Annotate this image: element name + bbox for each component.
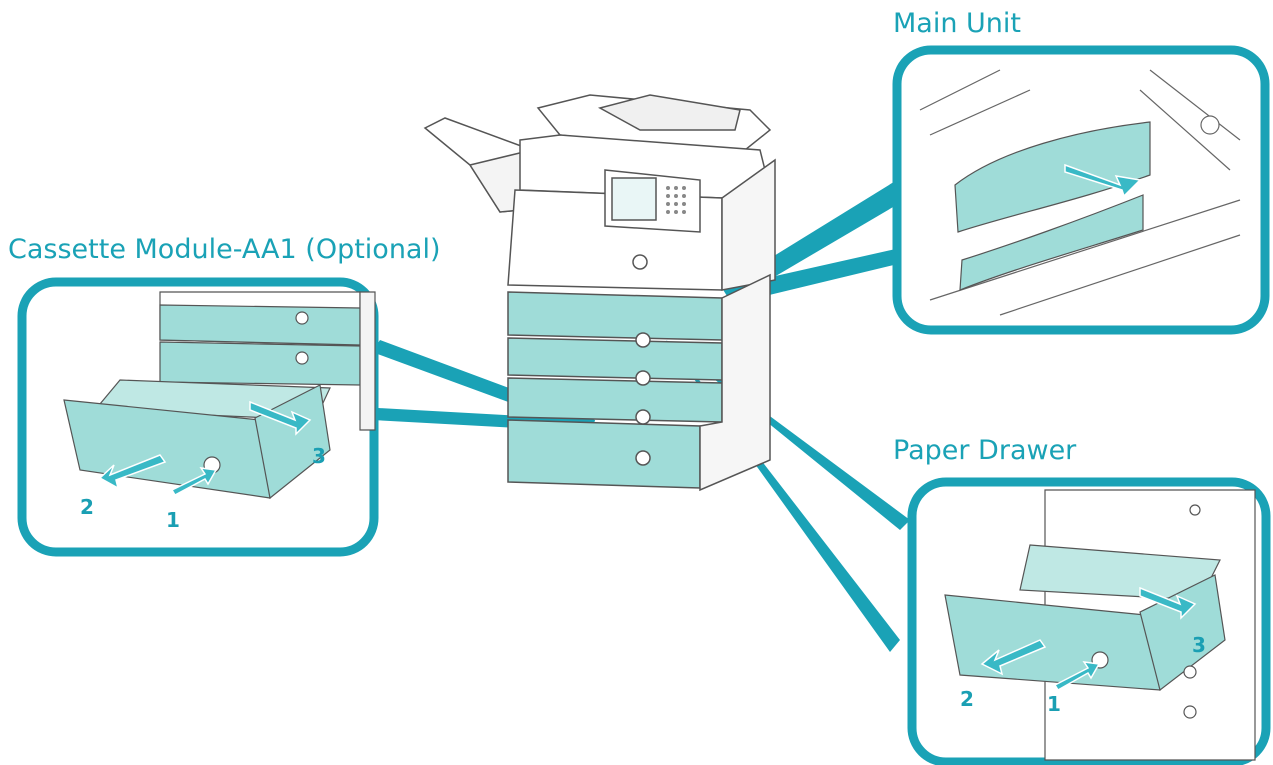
cassette-module-label: Cassette Module-AA1 (Optional) — [8, 234, 441, 265]
paper-drawer-callout — [907, 477, 1271, 765]
cassette-step-1: 1 — [166, 508, 180, 532]
main-unit-callout — [892, 45, 1270, 335]
printer-illustration — [423, 94, 776, 492]
main-unit-label: Main Unit — [893, 8, 1021, 39]
drawer-step-2: 2 — [960, 687, 974, 711]
drawer-step-3: 3 — [1192, 633, 1206, 657]
cassette-step-2: 2 — [80, 495, 94, 519]
cassette-step-3: 3 — [312, 444, 326, 468]
cassette-module-callout — [17, 277, 379, 557]
drawer-step-1: 1 — [1047, 692, 1061, 716]
paper-drawer-label: Paper Drawer — [893, 435, 1077, 466]
